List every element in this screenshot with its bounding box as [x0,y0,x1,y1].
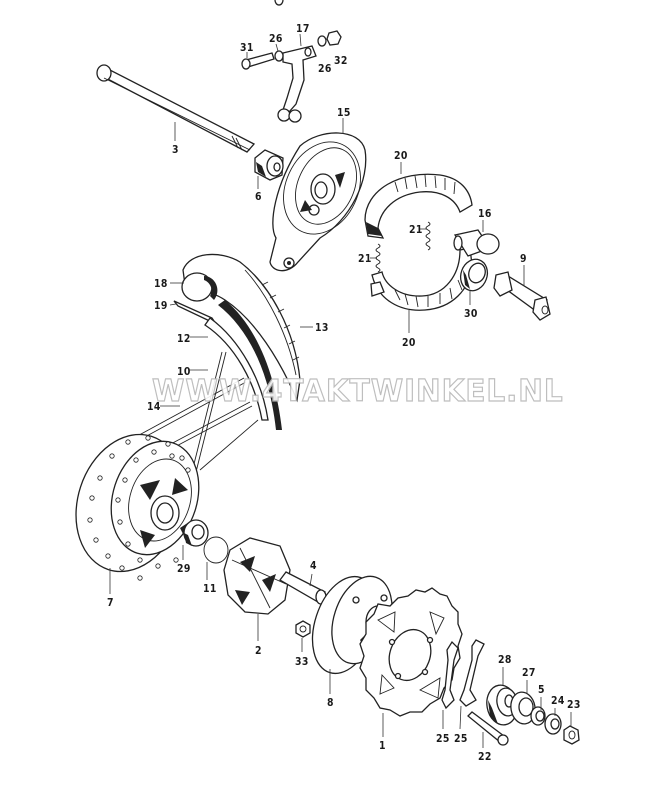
callout-25b: 25 [454,732,468,745]
callout-25: 25 [436,732,450,745]
callout-8: 8 [327,696,334,709]
callout-10: 10 [177,365,191,378]
brake-cam-part [453,229,500,257]
bearing-29-part [183,519,209,547]
callout-11: 11 [203,582,217,595]
callout-21b: 21 [358,252,372,265]
callout-19: 19 [154,299,168,312]
rim-part [204,300,282,430]
callout-20: 20 [394,149,408,162]
callout-26: 26 [269,32,283,45]
callout-15: 15 [337,106,351,119]
callout-16: 16 [478,207,492,220]
o-ring-part [203,536,229,564]
axle-sleeve-part [493,271,551,321]
washer-26-part [274,0,284,6]
callout-7: 7 [107,596,114,609]
rear-axle-part [96,64,256,153]
inner-tube-part [181,272,218,302]
callout-24: 24 [551,694,565,707]
watermark-text: WWW.4TAKTWINKEL.NL [151,373,564,409]
callout-21: 21 [409,223,423,236]
callout-27: 27 [522,666,536,679]
callout-33: 33 [295,655,309,668]
lock-washer-25b-part [459,639,485,707]
lock-washer-25a-part [441,640,459,710]
callout-32: 32 [334,54,348,67]
callout-14: 14 [147,400,161,413]
washer-24-part [544,713,562,735]
callout-2: 2 [255,644,262,657]
callout-17: 17 [296,22,310,35]
callout-1: 1 [379,739,386,752]
spring-21-upper [425,221,431,251]
final-driven-sprocket-part [359,587,463,717]
axle-spacer-part [254,149,284,181]
brake-shoe-lower-part [370,247,473,311]
callout-12: 12 [177,332,191,345]
bolt-31-part [241,52,275,70]
callout-5: 5 [538,683,545,696]
callout-23: 23 [567,698,581,711]
callout-30: 30 [464,307,478,320]
callout-20b: 20 [402,336,416,349]
nut-23-part [563,725,580,745]
spokes [129,351,259,481]
nut-32-part [326,30,342,46]
brake-shoe-upper-part [364,173,473,239]
callout-6: 6 [255,190,262,203]
callout-9: 9 [520,252,527,265]
collar-5-part [530,706,546,726]
brake-arm-part [277,45,317,123]
hub-damper-part [223,537,291,615]
callout-18: 18 [154,277,168,290]
callout-22: 22 [478,750,492,763]
callout-29: 29 [177,562,191,575]
oil-seal-27-part [510,691,536,725]
callout-3: 3 [172,143,179,156]
callout-4: 4 [310,559,317,572]
nut-33-part [295,620,311,638]
callout-31: 31 [240,41,254,54]
bolt-22-part [467,711,509,746]
washer-26b-part [317,35,327,47]
bearing-30-part [459,258,489,292]
rear-hub-part [75,433,200,581]
callout-26b: 26 [318,62,332,75]
callout-13: 13 [315,321,329,334]
callout-28: 28 [498,653,512,666]
brake-panel-part [269,132,367,272]
